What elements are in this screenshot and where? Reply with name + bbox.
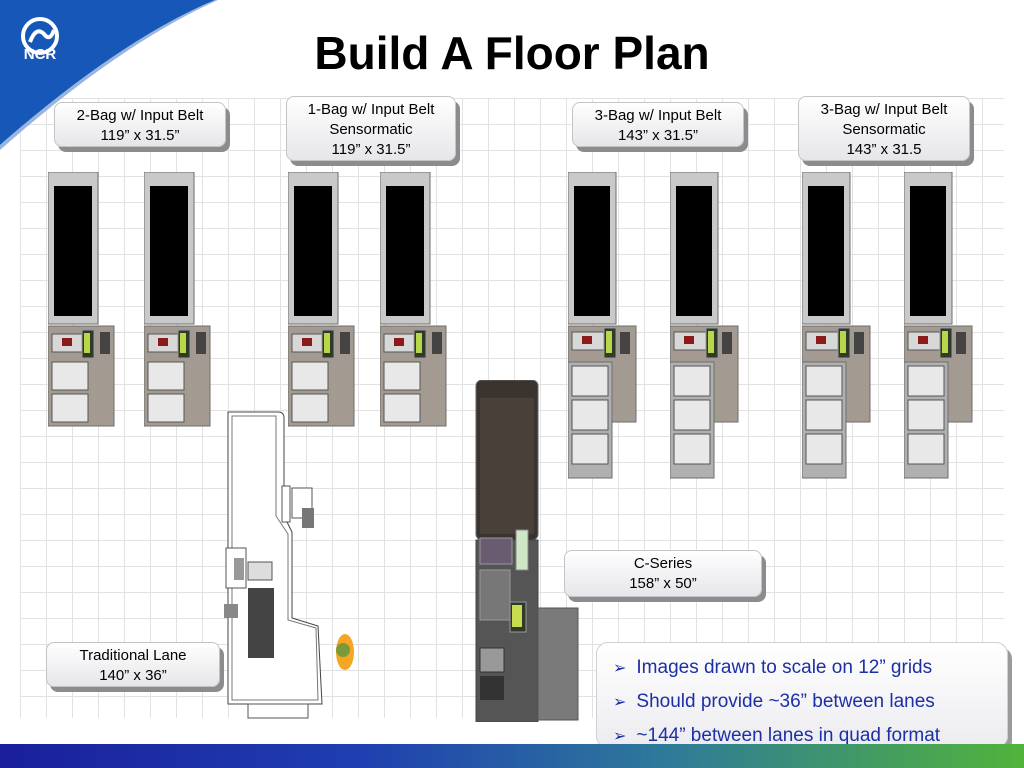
- note-item: ➢ Images drawn to scale on 12” grids: [613, 651, 1007, 685]
- label-line: 119” x 31.5”: [100, 127, 180, 144]
- label-three-bag: 3-Bag w/ Input Belt 143” x 31.5”: [572, 102, 744, 147]
- ncr-logo-icon: [21, 17, 59, 55]
- arrow-bullet-icon: ➢: [613, 728, 627, 745]
- lane-three-bag-2: [670, 172, 739, 479]
- arrow-bullet-icon: ➢: [613, 694, 627, 711]
- label-line: Sensormatic: [329, 121, 413, 138]
- label-line: 3-Bag w/ Input Belt: [820, 101, 948, 118]
- note-text: ~144” between lanes in quad format: [636, 725, 941, 746]
- note-item: ➢ Should provide ~36” between lanes: [613, 685, 1007, 719]
- label-line: 158” x 50”: [629, 575, 697, 592]
- label-one-bag: 1-Bag w/ Input Belt Sensormatic 119” x 3…: [286, 96, 456, 161]
- label-line: 2-Bag w/ Input Belt: [76, 107, 204, 124]
- label-line: Traditional Lane: [79, 647, 187, 664]
- lane-three-bag-sensor-2: [904, 172, 973, 479]
- label-c-series: C-Series 158” x 50”: [564, 550, 762, 597]
- lane-two-bag-1: [48, 172, 115, 427]
- label-line: 1-Bag w/ Input Belt: [307, 101, 435, 118]
- label-two-bag: 2-Bag w/ Input Belt 119” x 31.5”: [54, 102, 226, 147]
- page-title: Build A Floor Plan: [314, 27, 710, 79]
- label-three-bag-sensor: 3-Bag w/ Input Belt Sensormatic 143” x 3…: [798, 96, 970, 161]
- notes-list: ➢ Images drawn to scale on 12” grids ➢ Sho…: [597, 651, 1007, 753]
- footer-gradient-bar: [0, 744, 1024, 768]
- label-traditional: Traditional Lane 140” x 36”: [46, 642, 220, 687]
- brand-corner: [0, 0, 218, 150]
- notes-box: ➢ Images drawn to scale on 12” grids ➢ Sho…: [596, 642, 1008, 748]
- lane-c-series: [475, 380, 579, 722]
- note-text: Images drawn to scale on 12” grids: [636, 657, 933, 678]
- label-line: 119” x 31.5”: [331, 141, 411, 158]
- lane-one-bag-2: [380, 172, 447, 427]
- label-line: 140” x 36”: [99, 667, 167, 684]
- lane-three-bag-sensor-1: [802, 172, 871, 479]
- label-line: Sensormatic: [842, 121, 926, 138]
- lane-two-bag-2: [144, 172, 211, 427]
- arrow-bullet-icon: ➢: [613, 660, 627, 677]
- label-line: 3-Bag w/ Input Belt: [594, 107, 722, 124]
- label-line: 143” x 31.5”: [617, 127, 699, 144]
- operator-figure-icon: [336, 634, 354, 670]
- ncr-logo-text: NCR: [23, 46, 57, 63]
- lane-one-bag-1: [288, 172, 355, 427]
- label-line: C-Series: [633, 555, 693, 572]
- note-item: ➢ ~144” between lanes in quad format: [613, 719, 1007, 753]
- label-line: 143” x 31.5: [846, 141, 922, 158]
- note-text: Should provide ~36” between lanes: [636, 691, 935, 712]
- lane-traditional: [224, 411, 323, 719]
